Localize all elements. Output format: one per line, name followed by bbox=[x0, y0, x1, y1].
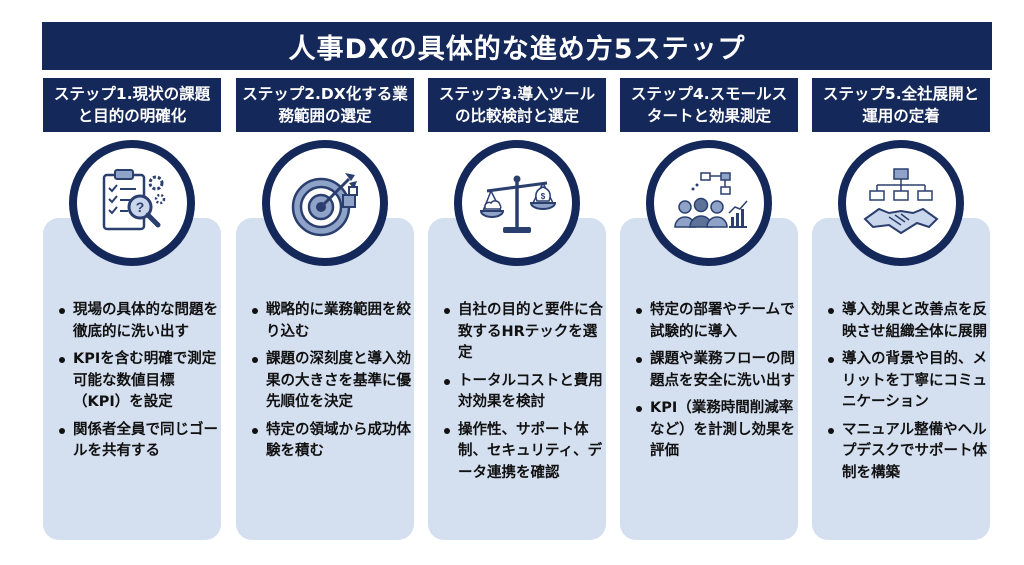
step-column-1: ステップ1.現状の課題と目的の明確化 ? 現場の具体的な問題を徹底的に洗い出す … bbox=[43, 78, 221, 540]
list-item: 戦略的に業務範囲を絞り込む bbox=[250, 300, 412, 343]
step-column-5: ステップ5.全社展開と運用の定着 導入効果と改善点を反映させ組織全体に展開 導入… bbox=[812, 78, 990, 540]
balance-scale-icon: $ bbox=[479, 175, 557, 233]
step-card bbox=[428, 218, 606, 540]
list-item: トータルコストと費用対効果を検討 bbox=[442, 371, 604, 414]
list-item: 関係者全員で同じゴールを共有する bbox=[57, 420, 219, 463]
list-item: マニュアル整備やヘルプデスクでサポート体制を構築 bbox=[826, 420, 988, 485]
step-column-2: ステップ2.DX化する業務範囲の選定 戦略的に業務範囲を絞り込む 課題の深刻度と… bbox=[236, 78, 414, 540]
list-item: 現場の具体的な問題を徹底的に洗い出す bbox=[57, 300, 219, 343]
icon-circle bbox=[646, 140, 772, 266]
bullet-list: 特定の部署やチームで試験的に導入 課題や業務フローの問題点を安全に洗い出す KP… bbox=[634, 300, 796, 469]
svg-text:?: ? bbox=[136, 199, 145, 215]
step-header: ステップ4.スモールスタートと効果測定 bbox=[620, 78, 798, 132]
list-item: KPI（業務時間削減率など）を計測し効果を評価 bbox=[634, 398, 796, 463]
icon-circle: ? bbox=[69, 140, 195, 266]
bullet-list: 自社の目的と要件に合致するHRテックを選定 トータルコストと費用対効果を検討 操… bbox=[442, 300, 604, 490]
step-column-3: ステップ3.導入ツールの比較検討と選定 $ 自社の目的と要件に合致するHRテック… bbox=[428, 78, 606, 540]
icon-circle: $ bbox=[454, 140, 580, 266]
list-item: 課題や業務フローの問題点を安全に洗い出す bbox=[634, 349, 796, 392]
bullet-list: 導入効果と改善点を反映させ組織全体に展開 導入の背景や目的、メリットを丁寧にコミ… bbox=[826, 300, 988, 490]
clipboard-magnifier-icon: ? bbox=[102, 169, 166, 231]
bullet-list: 現場の具体的な問題を徹底的に洗い出す KPIを含む明確で測定可能な数値目標（KP… bbox=[57, 300, 219, 469]
icon-circle bbox=[838, 140, 964, 266]
list-item: 導入の背景や目的、メリットを丁寧にコミュニケーション bbox=[826, 349, 988, 414]
list-item: 特定の部署やチームで試験的に導入 bbox=[634, 300, 796, 343]
step-header: ステップ2.DX化する業務範囲の選定 bbox=[236, 78, 414, 132]
team-chart-icon bbox=[674, 172, 748, 228]
list-item: 自社の目的と要件に合致するHRテックを選定 bbox=[442, 300, 604, 365]
target-arrow-icon bbox=[291, 173, 358, 237]
step-card bbox=[43, 218, 221, 540]
step-header: ステップ1.現状の課題と目的の明確化 bbox=[43, 78, 221, 132]
list-item: 課題の深刻度と導入効果の大きさを基準に優先順位を決定 bbox=[250, 349, 412, 414]
page-title: 人事DXの具体的な進め方5ステップ bbox=[42, 22, 992, 70]
svg-text:$: $ bbox=[541, 192, 546, 201]
step-card bbox=[236, 218, 414, 540]
list-item: 導入効果と改善点を反映させ組織全体に展開 bbox=[826, 300, 988, 343]
bullet-list: 戦略的に業務範囲を絞り込む 課題の深刻度と導入効果の大きさを基準に優先順位を決定… bbox=[250, 300, 412, 469]
list-item: KPIを含む明確で測定可能な数値目標（KPI）を設定 bbox=[57, 349, 219, 414]
step-header: ステップ3.導入ツールの比較検討と選定 bbox=[428, 78, 606, 132]
step-header: ステップ5.全社展開と運用の定着 bbox=[812, 78, 990, 132]
step-card bbox=[620, 218, 798, 540]
org-chart-handshake-icon bbox=[863, 168, 939, 235]
icon-circle bbox=[262, 140, 388, 266]
step-card bbox=[812, 218, 990, 540]
step-column-4: ステップ4.スモールスタートと効果測定 特定の部署やチームで試験的に導入 課題や… bbox=[620, 78, 798, 540]
list-item: 特定の領域から成功体験を積む bbox=[250, 420, 412, 463]
list-item: 操作性、サポート体制、セキュリティ、データ連携を確認 bbox=[442, 420, 604, 485]
